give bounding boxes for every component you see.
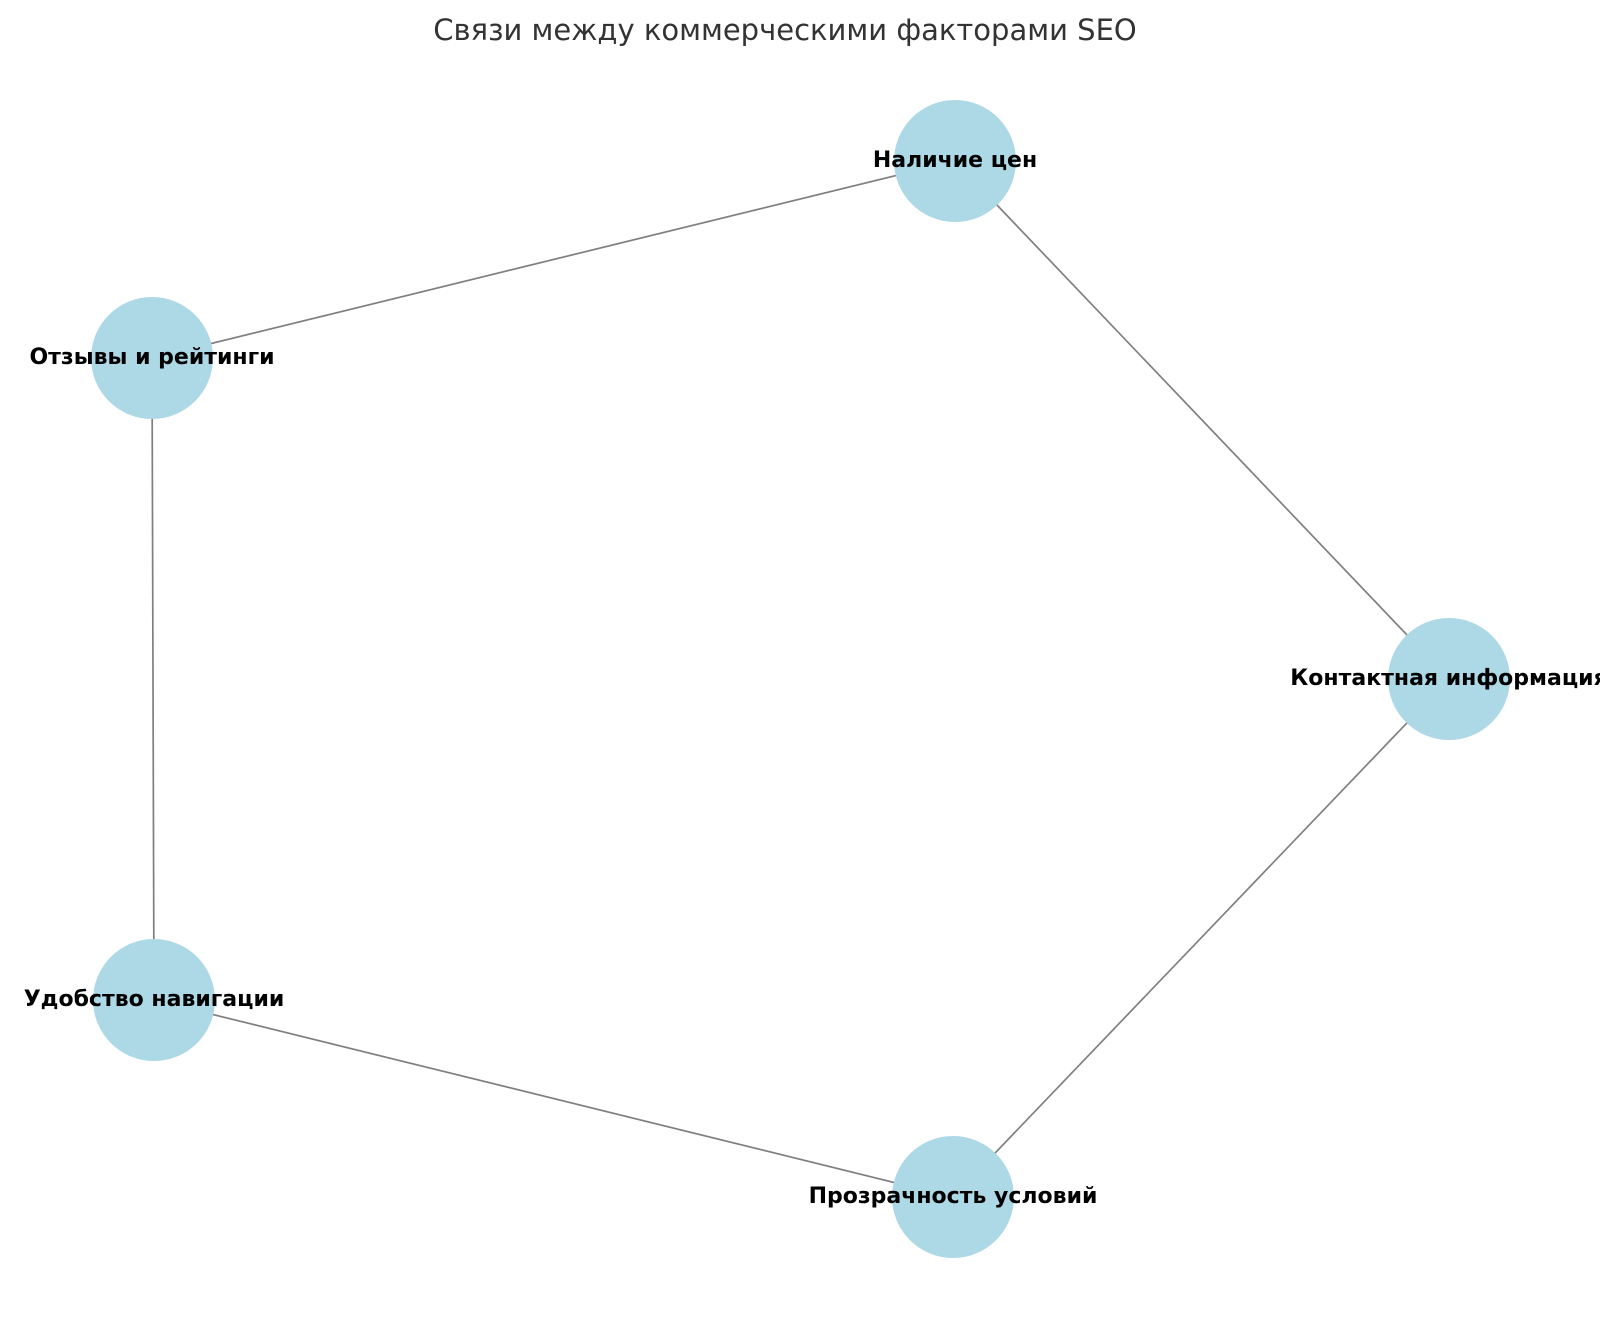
node-prices — [894, 100, 1016, 222]
edge-prices-contacts — [954, 160, 1450, 680]
node-contacts — [1388, 618, 1510, 740]
node-reviews — [91, 297, 213, 419]
edge-prices-reviews — [151, 160, 956, 359]
edge-navigation-transparency — [153, 999, 954, 1198]
chart-title: Связи между коммерческими факторами SEO — [433, 13, 1137, 47]
node-navigation — [93, 939, 215, 1061]
edge-transparency-contacts — [952, 678, 1450, 1198]
edge-reviews-navigation — [151, 357, 155, 1001]
node-transparency — [892, 1136, 1014, 1258]
